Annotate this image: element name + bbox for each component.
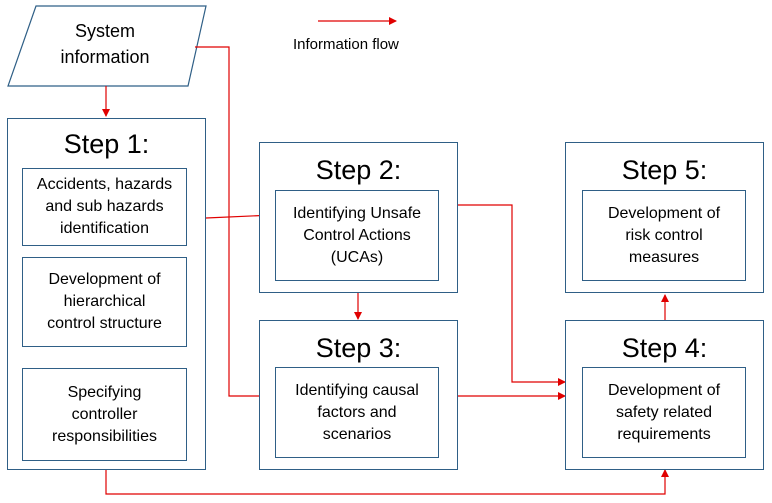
step1-item-control-structure: Development of hierarchical control stru… [22,257,187,347]
step1-item-control-structure-text: Development of hierarchical control stru… [47,271,162,332]
step1-item-responsibilities-text: Specifying controller responsibilities [52,383,157,445]
step2-item: Identifying Unsafe Control Actions (UCAs… [275,190,439,281]
arrow-sysinfo-step3 [195,46,274,400]
system-info-label: System information [60,21,150,67]
step1-title: Step 1: [63,129,150,159]
step3-box: Step 3: [259,320,458,470]
step1-item-hazards: Accidents, hazards and sub hazards ident… [22,168,187,246]
step5-title: Step 5: [621,155,708,185]
step4-title: Step 4: [621,333,708,363]
step1-item-hazards-text: Accidents, hazards and sub hazards ident… [36,176,173,237]
step4-item: Development of safety related requiremen… [582,367,746,458]
step1-item-responsibilities: Specifying controller responsibilities [22,368,187,461]
step3-title: Step 3: [315,333,402,363]
step2-item-text: Identifying Unsafe Control Actions (UCAs… [292,204,422,266]
system-info-shape [7,5,207,87]
step2-box: Step 2: [259,142,458,293]
step3-item: Identifying causal factors and scenarios [275,367,439,458]
step5-item-text: Development of risk control measures [607,204,721,266]
arrow-step2-step4 [458,204,566,386]
legend-label: Information flow [293,36,399,53]
step5-item: Development of risk control measures [582,190,746,281]
step3-item-text: Identifying causal factors and scenarios [295,381,419,443]
step1-box: Step 1: [7,118,206,470]
step2-title: Step 2: [315,155,402,185]
step4-box: Step 4: [565,320,764,470]
step5-box: Step 5: [565,142,764,293]
step4-item-text: Development of safety related requiremen… [607,381,721,443]
arrow-step1-step4 [105,469,669,495]
